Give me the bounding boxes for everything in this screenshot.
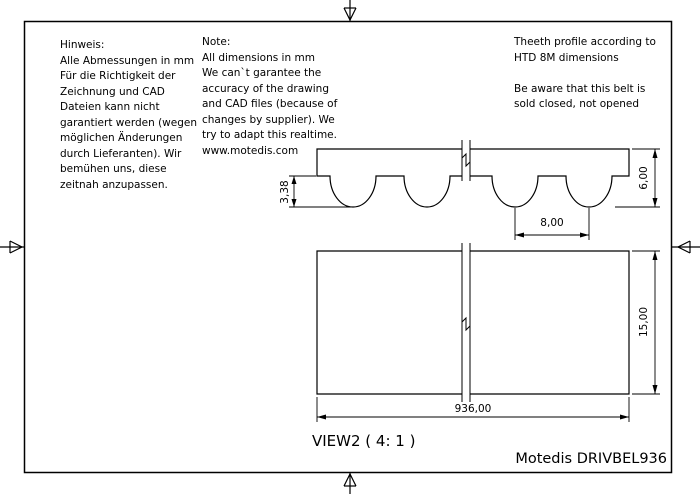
dim-tooth-depth — [289, 175, 352, 208]
belt-thickness-label: 6,00 — [638, 166, 650, 189]
dim-belt-width — [632, 250, 660, 395]
left-centering-mark — [0, 240, 24, 254]
dim-belt-length — [316, 397, 630, 422]
german-note: Hinweis: Alle Abmessungen in mm Für die … — [60, 39, 197, 191]
tooth-pitch-label: 8,00 — [540, 217, 563, 229]
belt-width-label: 15,00 — [638, 307, 650, 337]
tooth-depth-label: 3,38 — [279, 180, 291, 203]
english-note: Note: All dimensions in mm We can`t gara… — [202, 36, 338, 157]
profile-break-lines — [461, 140, 471, 181]
belt-profile-left-outline — [316, 148, 462, 208]
bottom-centering-mark — [343, 472, 357, 494]
dimension-lines — [289, 148, 660, 422]
belt-top-right-outline — [470, 250, 630, 395]
belt-profile-right-outline — [470, 148, 630, 208]
dim-tooth-pitch — [514, 208, 590, 240]
dim-belt-thickness — [615, 148, 660, 208]
belt-top-view — [316, 243, 630, 402]
drawing-border — [23, 20, 673, 474]
view-label: VIEW2 ( 4: 1 ) — [312, 432, 415, 450]
top-centering-mark — [343, 0, 357, 22]
profile-note: Theeth profile according to HTD 8M dimen… — [514, 36, 656, 110]
belt-profile-view — [316, 140, 630, 208]
belt-length-label: 936,00 — [455, 403, 492, 415]
drawing-title: Motedis DRIVBEL936 — [515, 451, 667, 467]
right-centering-mark — [672, 240, 700, 254]
belt-top-left-outline — [316, 250, 462, 395]
top-break-lines — [461, 243, 471, 402]
